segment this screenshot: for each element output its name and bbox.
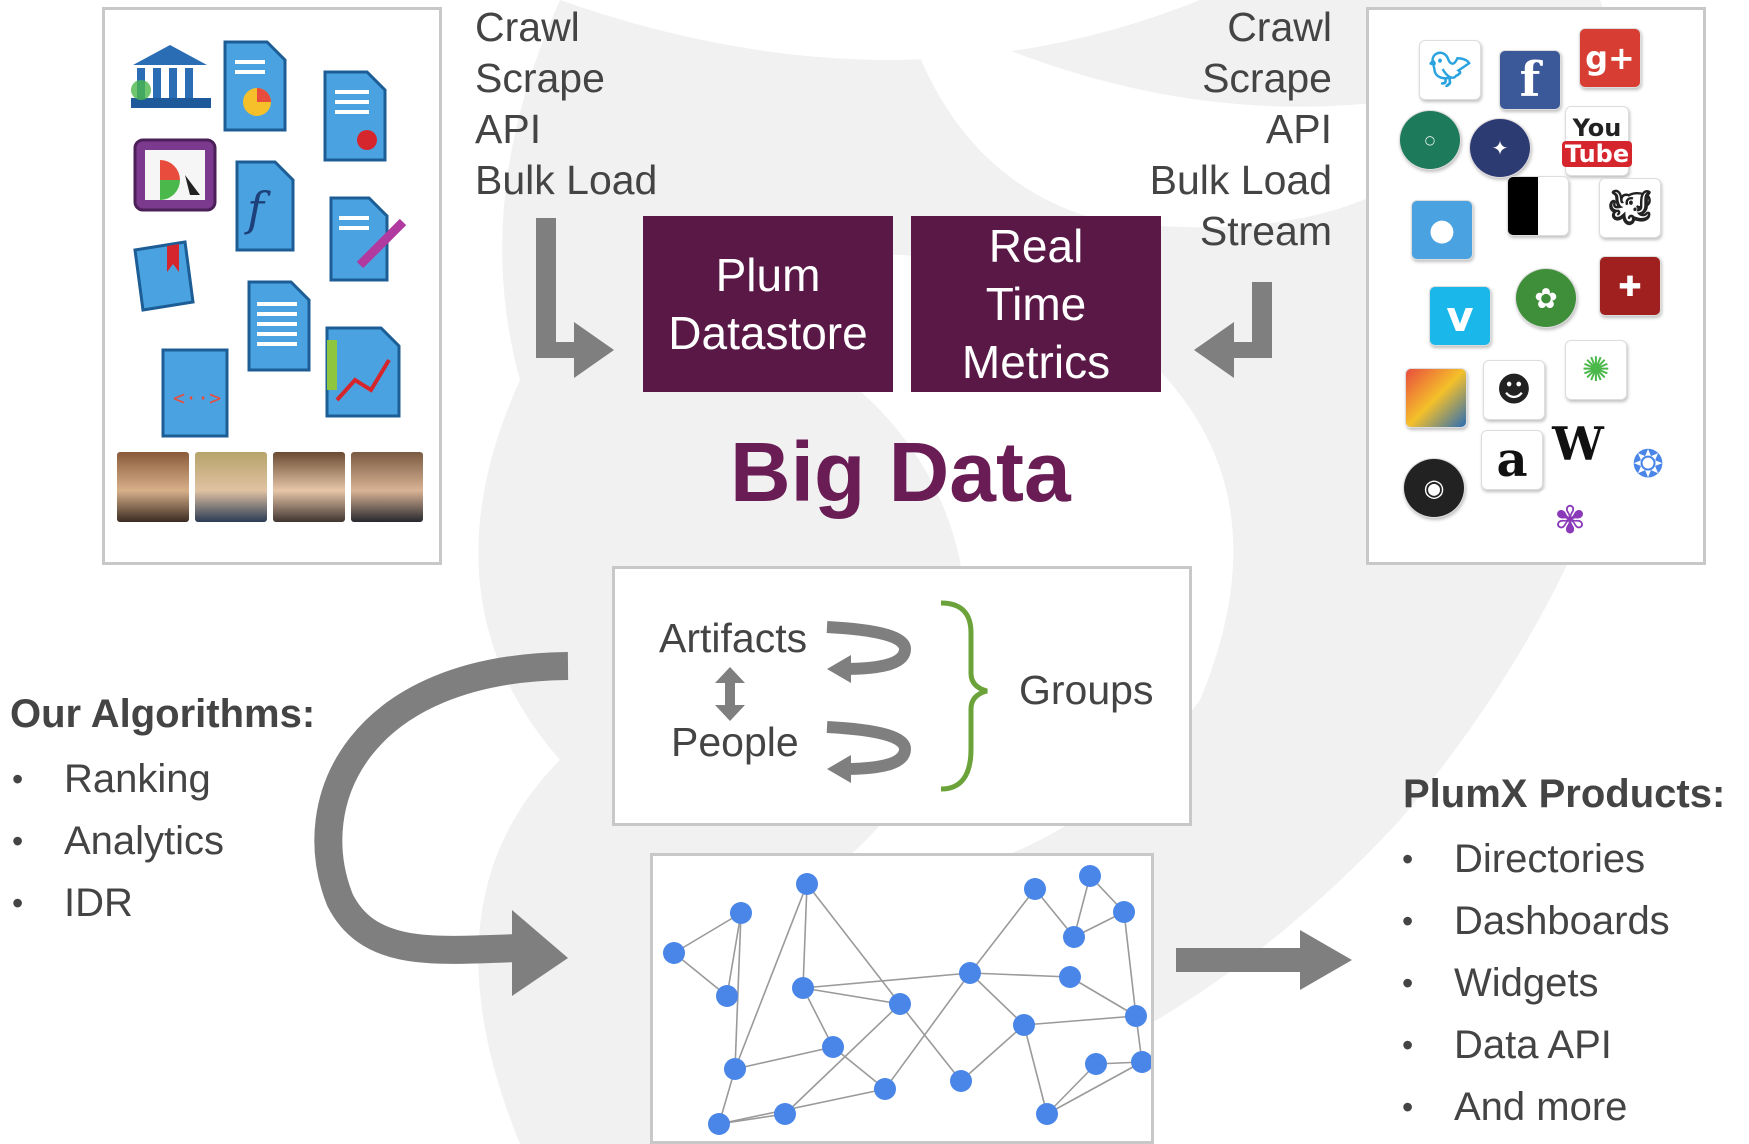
document-chart-icon — [223, 40, 287, 132]
real-time-metrics-box: Real Time Metrics — [911, 216, 1161, 392]
relations-arrows — [715, 600, 988, 792]
algorithms-list: Ranking Analytics IDR — [4, 748, 224, 934]
left-methods-list: Crawl Scrape API Bulk Load — [475, 2, 657, 206]
products-list: Directories Dashboards Widgets Data API … — [1394, 828, 1670, 1138]
slideshare-icon — [1405, 368, 1467, 428]
pufferfish-icon: ● — [1411, 200, 1473, 260]
seal-icon: ◉ — [1403, 458, 1465, 518]
document-icons-collage: f <··> — [131, 40, 407, 438]
vertical-double-arrow-icon — [715, 667, 745, 721]
edit-document-icon — [329, 196, 407, 282]
code-document-icon: <··> — [161, 348, 229, 438]
google-plus-icon: g+ — [1579, 28, 1641, 88]
bookmark-document-icon — [133, 240, 195, 312]
person-photo-2 — [195, 452, 267, 522]
right-bent-arrow — [1194, 282, 1272, 378]
product-item: Directories — [1394, 828, 1670, 890]
institution-icon — [131, 45, 211, 108]
people-loop-arrow-icon — [826, 721, 912, 783]
text-document-icon — [247, 280, 311, 372]
tree-icon: ✿ — [1515, 268, 1577, 328]
product-item: Data API — [1394, 1014, 1670, 1076]
web-sources-panel: 🐦︎ f g+ ○ ✦ You Tube 🐙︎ ● v ✿ ✚ ☻ ✺ ◉ a … — [1366, 7, 1706, 565]
network-graph — [663, 865, 1151, 1135]
product-item: Widgets — [1394, 952, 1670, 1014]
amazon-icon: a — [1481, 430, 1543, 490]
youtube-you-text: You — [1572, 114, 1622, 142]
twitter-icon: 🐦︎ — [1419, 40, 1481, 100]
right-method-bulk-load: Bulk Load — [1149, 157, 1332, 203]
reddit-icon: ☻ — [1483, 360, 1545, 420]
curved-arrow-to-network — [314, 652, 569, 996]
relations-box: Artifacts People Groups — [612, 566, 1192, 826]
spiral-dots-icon: ✺ — [1565, 340, 1627, 400]
delicious-icon — [1507, 176, 1569, 236]
plum-datastore-line-2: Datastore — [668, 307, 868, 359]
youtube-icon: You Tube — [1561, 106, 1633, 176]
person-photo-1 — [117, 452, 189, 522]
people-label: People — [671, 719, 799, 765]
right-method-scrape: Scrape — [1202, 55, 1332, 101]
plum-datastore-line-1: Plum — [715, 249, 821, 301]
algorithm-item: IDR — [4, 872, 224, 934]
mendeley-icon: ○ — [1399, 110, 1461, 170]
right-arrow-to-products — [1176, 930, 1352, 990]
real-time-metrics-line-2: Time — [985, 278, 1087, 330]
lab-chart-document-icon — [325, 326, 401, 418]
university-seal-icon: ✦ — [1469, 118, 1531, 178]
colorful-pinwheel-icon: ✾ — [1539, 490, 1601, 550]
real-time-metrics-line-3: Metrics — [961, 336, 1111, 388]
left-method-bulk-load: Bulk Load — [475, 157, 658, 203]
artifacts-label: Artifacts — [659, 615, 808, 661]
facebook-icon: f — [1499, 50, 1561, 110]
left-bent-arrow — [536, 218, 614, 378]
product-item: Dashboards — [1394, 890, 1670, 952]
right-method-crawl: Crawl — [1227, 4, 1332, 50]
svg-text:<··>: <··> — [173, 386, 221, 410]
groups-curly-brace — [940, 600, 988, 792]
right-methods-list: Crawl Scrape API Bulk Load Stream — [1150, 2, 1332, 257]
youtube-tube-text: Tube — [1561, 141, 1633, 167]
formula-document-icon: f — [235, 160, 295, 252]
real-time-metrics-line-1: Real — [988, 220, 1084, 272]
right-method-stream: Stream — [1199, 208, 1332, 254]
network-globe-icon: ❂ — [1617, 434, 1679, 494]
products-heading: PlumX Products: — [1403, 772, 1726, 816]
left-method-api: API — [475, 106, 542, 152]
presentation-icon — [133, 138, 217, 212]
scholarly-sources-panel: f <··> — [102, 7, 442, 565]
plum-datastore-box: Plum Datastore — [643, 216, 893, 392]
left-method-crawl: Crawl — [475, 4, 580, 50]
algorithm-item: Ranking — [4, 748, 224, 810]
artifacts-loop-arrow-icon — [826, 621, 912, 683]
algorithms-heading: Our Algorithms: — [10, 692, 316, 736]
github-icon: 🐙︎ — [1599, 178, 1661, 238]
product-item: And more — [1394, 1076, 1670, 1138]
vimeo-icon: v — [1429, 286, 1491, 346]
big-data-title: Big Data — [730, 425, 1071, 519]
right-method-api: API — [1265, 106, 1332, 152]
mendeley-red-icon: ✚ — [1599, 256, 1661, 316]
groups-label: Groups — [1019, 667, 1154, 713]
person-photo-3 — [273, 452, 345, 522]
person-photo-4 — [351, 452, 423, 522]
certificate-document-icon — [323, 70, 387, 162]
network-graph-panel — [650, 853, 1154, 1144]
wikipedia-icon: W — [1547, 414, 1609, 474]
left-method-scrape: Scrape — [475, 55, 605, 101]
algorithm-item: Analytics — [4, 810, 224, 872]
